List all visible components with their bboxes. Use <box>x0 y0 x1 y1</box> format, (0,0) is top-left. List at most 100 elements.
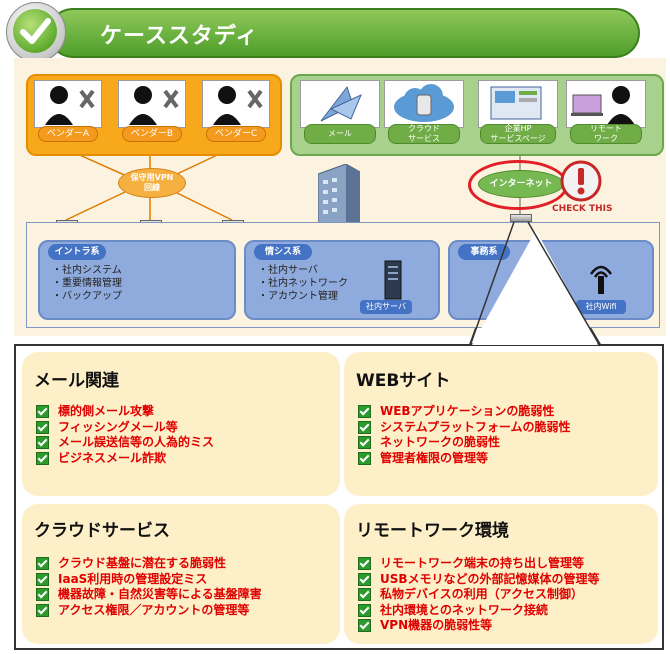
checkbox-checked-icon <box>358 603 371 617</box>
risk-list: リモートワーク端末の持ち出し管理等 USBメモリなどの外部記憶媒体の管理等 私物… <box>358 556 600 634</box>
risk-text: 社内環境とのネットワーク接続 <box>380 602 548 617</box>
remote-worker-icon <box>571 86 635 125</box>
risk-text: 管理者権限の管理等 <box>380 450 489 465</box>
vpn-label-line2: 回線 <box>144 183 160 192</box>
risk-item: システムプラットフォームの脆弱性 <box>358 420 571 436</box>
risk-item: クラウド基盤に潜在する脆弱性 <box>36 556 262 572</box>
checkbox-checked-icon <box>358 451 371 465</box>
risk-item: WEBアプリケーションの脆弱性 <box>358 404 571 420</box>
checkbox-checked-icon <box>36 405 49 419</box>
vendor-label: ベンダーA <box>38 126 98 142</box>
vendor-label: ベンダーB <box>122 126 182 142</box>
engineer-icon <box>213 86 263 125</box>
checkbox-checked-icon <box>36 436 49 450</box>
risk-text: メール誤送信等の人為的ミス <box>58 435 215 449</box>
risk-item: 社内環境とのネットワーク接続 <box>358 603 600 619</box>
risk-text: ビジネスメール詐欺 <box>58 450 167 465</box>
zone-title: イントラ系 <box>48 244 106 260</box>
building-icon <box>318 164 360 230</box>
checkbox-checked-icon <box>358 420 371 434</box>
risk-item: リモートワーク端末の持ち出し管理等 <box>358 556 600 572</box>
zone-tag: 社内Wifi <box>576 300 626 314</box>
risk-text: VPN機器の脆弱性等 <box>380 618 493 632</box>
vendor-a-tile <box>34 80 102 128</box>
checkbox-checked-icon <box>36 557 49 571</box>
risk-text: クラウド基盤に潜在する脆弱性 <box>58 556 227 570</box>
vendor-label: ベンダーC <box>206 126 266 142</box>
risk-text: 機器故障・自然災害等による基盤障害 <box>58 587 262 601</box>
checkmark-badge-inner <box>13 9 57 53</box>
mail-icon <box>320 85 362 122</box>
service-line2: サービスページ <box>490 134 546 143</box>
cloud-server-icon <box>394 84 454 122</box>
router-icon <box>510 214 532 222</box>
remote-work-tile <box>566 80 646 128</box>
risk-item: フィッシングメール等 <box>36 420 214 436</box>
risk-text: 標的側メール攻撃 <box>58 404 155 418</box>
checkbox-checked-icon <box>36 420 49 434</box>
checkbox-checked-icon <box>36 603 49 617</box>
risk-item: メール誤送信等の人為的ミス <box>36 435 214 451</box>
checkbox-checked-icon <box>358 436 371 450</box>
risk-item: VPN機器の脆弱性等 <box>358 618 600 634</box>
risk-item: アクセス権限／アカウントの管理等 <box>36 603 262 619</box>
service-label-cloud: クラウドサービス <box>388 124 460 144</box>
title-banner <box>48 8 640 58</box>
service-line1: クラウド <box>408 124 440 133</box>
website-tile <box>478 80 558 128</box>
checkmark-icon <box>20 18 51 44</box>
service-line1: リモート <box>590 124 622 133</box>
risk-item: 管理者権限の管理等 <box>358 451 571 467</box>
service-label-remote: リモートワーク <box>570 124 642 144</box>
service-line1: 企業HP <box>504 124 532 133</box>
service-line2: サービス <box>408 134 440 143</box>
checkbox-checked-icon <box>358 557 371 571</box>
alert-icon <box>560 160 602 202</box>
vpn-label-line1: 保守用VPN <box>130 173 174 182</box>
card-cloud: クラウドサービス クラウド基盤に潜在する脆弱性 IaaS利用時の管理設定ミス 機… <box>22 504 340 644</box>
risk-text: リモートワーク端末の持ち出し管理等 <box>380 556 585 570</box>
risk-text: フィッシングメール等 <box>58 419 178 434</box>
risk-item: ビジネスメール詐欺 <box>36 451 214 467</box>
checkbox-checked-icon <box>358 572 371 586</box>
risk-list: 標的側メール攻撃 フィッシングメール等 メール誤送信等の人為的ミス ビジネスメー… <box>36 404 214 466</box>
vendor-b-tile <box>118 80 186 128</box>
checkbox-checked-icon <box>36 451 49 465</box>
risk-text: システムプラットフォームの脆弱性 <box>380 419 571 434</box>
risk-item: ネットワークの脆弱性 <box>358 435 571 451</box>
card-title: クラウドサービス <box>34 521 170 541</box>
risk-item: 機器故障・自然災害等による基盤障害 <box>36 587 262 603</box>
zone-item: ・社内システム <box>52 265 122 276</box>
website-icon <box>490 86 542 120</box>
card-web: WEBサイト WEBアプリケーションの脆弱性 システムプラットフォームの脆弱性 … <box>344 352 658 496</box>
server-icon <box>384 260 402 300</box>
zone-item: ・社内ネットワーク <box>258 278 348 289</box>
check-this-label: CHECK THIS <box>552 204 613 214</box>
checkbox-checked-icon <box>36 572 49 586</box>
wifi-router-icon <box>589 265 613 294</box>
zone-item: ・アカウント管理 <box>258 291 338 302</box>
service-label-mail: メール <box>304 124 376 144</box>
cloud-tile <box>384 80 464 128</box>
risk-list: WEBアプリケーションの脆弱性 システムプラットフォームの脆弱性 ネットワークの… <box>358 404 571 466</box>
card-mail: メール関連 標的側メール攻撃 フィッシングメール等 メール誤送信等の人為的ミス … <box>22 352 340 496</box>
checkbox-checked-icon <box>358 619 371 633</box>
checkbox-checked-icon <box>358 588 371 602</box>
zone-list: ・社内サーバ ・社内ネットワーク ・アカウント管理 <box>258 264 348 303</box>
zone-list: ・社内システム ・重要情報管理 ・バックアップ <box>52 264 122 303</box>
card-title: メール関連 <box>34 371 119 391</box>
page-title: ケーススタディ <box>100 24 259 49</box>
engineer-icon <box>45 86 95 125</box>
zone-tag: 社内サーバ <box>360 300 412 314</box>
zone-title: 情シス系 <box>254 244 312 260</box>
service-line1: メール <box>328 129 352 138</box>
risk-text: USBメモリなどの外部記憶媒体の管理等 <box>380 571 600 586</box>
risk-item: IaaS利用時の管理設定ミス <box>36 572 262 588</box>
risk-item: 標的側メール攻撃 <box>36 404 214 420</box>
risk-item: 私物デバイスの利用（アクセス制御） <box>358 587 600 603</box>
checkbox-checked-icon <box>358 405 371 419</box>
zone-item: ・社内サーバ <box>258 265 318 276</box>
card-title: リモートワーク環境 <box>356 521 509 541</box>
